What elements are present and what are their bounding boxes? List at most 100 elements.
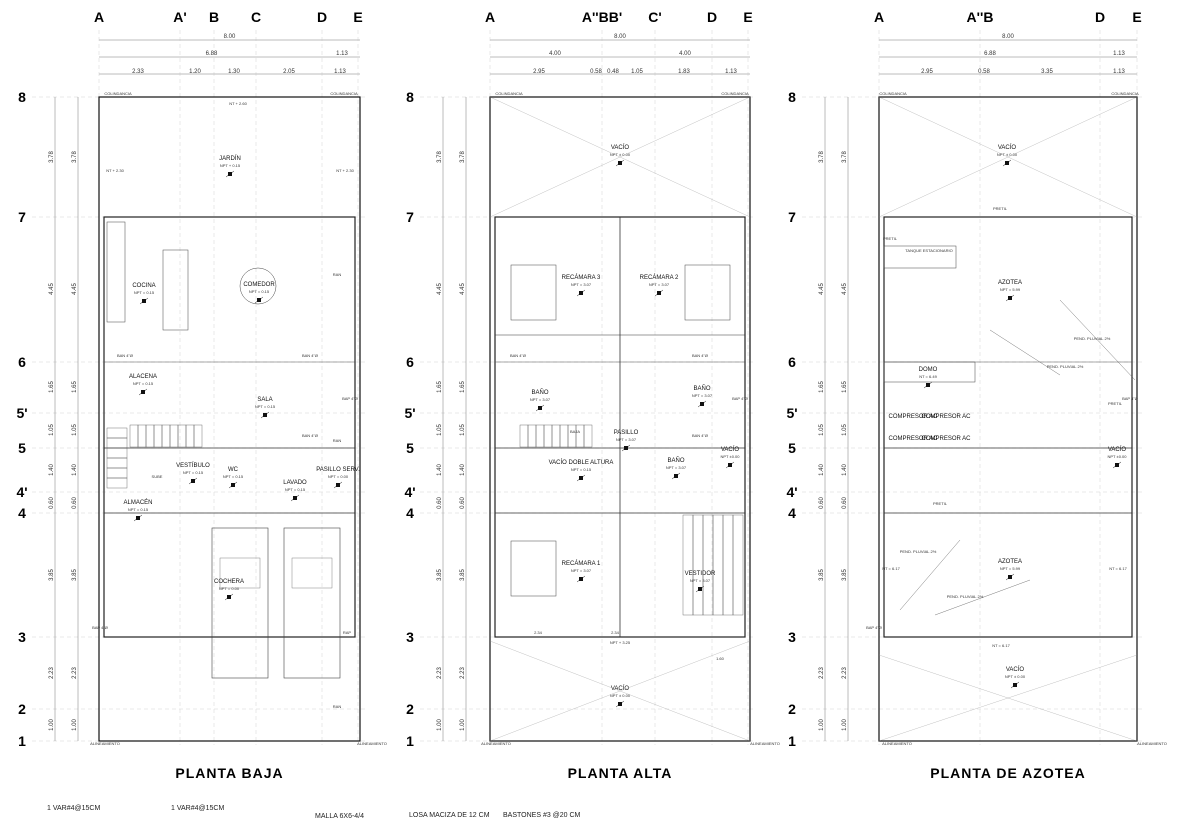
- plan-label: PEND. PLUVIAL 2%: [900, 549, 937, 554]
- dimension-left: 4.45: [842, 283, 848, 295]
- room-level: NPT = 0.15: [134, 290, 155, 295]
- room-level: NT = 6.49: [919, 374, 937, 379]
- axis-number: 3: [788, 629, 796, 645]
- dimension-left-outer: 2.23: [49, 667, 55, 679]
- stair-step: [161, 424, 171, 448]
- room-level: NPT = 0.00: [219, 586, 240, 591]
- room-level: NPT = 0.15: [249, 289, 270, 294]
- axis-number: 1: [18, 733, 26, 749]
- plan-label: BAN 4"Ø: [302, 353, 318, 358]
- room-level: NPT = 0.15: [128, 507, 149, 512]
- room-name: DOMO: [919, 367, 938, 373]
- axis-number: 6: [788, 354, 796, 370]
- dimension-left-outer: 3.78: [437, 151, 443, 163]
- dimension-left-outer: 2.23: [819, 667, 825, 679]
- axis-number: 1: [406, 733, 414, 749]
- axis-number: 5: [406, 440, 414, 456]
- plan-label: COLINDANCIA: [1111, 91, 1139, 96]
- dimension-total: 8.00: [614, 34, 626, 40]
- dimension-left-outer: 1.65: [819, 381, 825, 393]
- dimension-left-outer: 1.00: [437, 719, 443, 731]
- plan-label: BAP 4"Ø: [866, 625, 882, 630]
- dimension-left: 1.00: [460, 719, 466, 731]
- axis-number: 6: [406, 354, 414, 370]
- dimension-left: 2.23: [460, 667, 466, 679]
- room-name: AZOTEA: [998, 280, 1022, 286]
- car-windshield: [291, 557, 333, 589]
- plan-label: BAP 4"Ø: [92, 625, 108, 630]
- slope-arrow: [1059, 299, 1136, 381]
- room-level: NPT = 3.07: [666, 465, 687, 470]
- level-marker: [1005, 294, 1015, 302]
- dimension-left-outer: 2.23: [437, 667, 443, 679]
- axis-letter: B: [209, 9, 219, 25]
- level-marker: [290, 494, 300, 502]
- axis-number: 4: [18, 505, 26, 521]
- room-level: NPT = 5.99: [1000, 566, 1021, 571]
- room-level: NPT = 3.07: [690, 578, 711, 583]
- dimension-left: 1.65: [460, 381, 466, 393]
- room-name: RECÁMARA 3: [562, 274, 601, 281]
- axis-letter: D: [317, 9, 327, 25]
- dimension-total: 8.00: [224, 34, 236, 40]
- level-marker: [671, 472, 681, 480]
- room-name: COMPRESOR AC: [888, 436, 938, 442]
- stair-step: [129, 424, 139, 448]
- plan-label: RAP: [343, 630, 352, 635]
- dimension-left-outer: 1.40: [437, 464, 443, 476]
- dimension-left: 2.23: [72, 667, 78, 679]
- level-marker: [225, 170, 235, 178]
- level-marker: [615, 159, 625, 167]
- level-marker: [654, 289, 664, 297]
- axis-letter: D: [707, 9, 717, 25]
- room-name: VACÍO: [611, 144, 630, 151]
- dimension-left: 1.65: [72, 381, 78, 393]
- level-marker: [576, 474, 586, 482]
- structural-note: 1 VAR#4@15CM: [171, 805, 224, 812]
- stair-step: [722, 514, 734, 616]
- dimension-left-outer: 3.85: [437, 569, 443, 581]
- level-marker: [725, 461, 735, 469]
- room-level: NPT = 0.15: [223, 474, 244, 479]
- dimension-low: 1.05: [631, 69, 643, 75]
- axis-number: 7: [788, 209, 796, 225]
- level-marker: [1112, 461, 1122, 469]
- axis-number: 4': [786, 484, 797, 500]
- dimension-left-outer: 1.00: [49, 719, 55, 731]
- dimension-left: 0.60: [72, 497, 78, 509]
- room-name: VACÍO: [721, 446, 740, 453]
- dimension-left: 1.40: [842, 464, 848, 476]
- level-marker: [535, 404, 545, 412]
- plan-label: RAN: [333, 438, 342, 443]
- plan-label: ALINEAMIENTO: [90, 741, 120, 746]
- dimension-mid: 1.13: [336, 51, 348, 57]
- level-marker: [133, 514, 143, 522]
- dining-table: [239, 267, 277, 305]
- axis-number: 4: [406, 505, 414, 521]
- stair-step: [193, 424, 203, 448]
- room-level: NPT = 3.07: [571, 282, 592, 287]
- stair-step: [543, 424, 553, 448]
- stair-step: [106, 477, 128, 489]
- dimension-left-outer: 3.85: [49, 569, 55, 581]
- room-name: VACÍO: [1108, 446, 1127, 453]
- axis-number: 2: [788, 701, 796, 717]
- plan-label: COLINDANCIA: [879, 91, 907, 96]
- axis-number: 2: [18, 701, 26, 717]
- dimension-left: 1.00: [842, 719, 848, 731]
- dimension-left-outer: 4.45: [437, 283, 443, 295]
- stair-step: [145, 424, 155, 448]
- void-cross: [878, 654, 1138, 742]
- room-level: NPT = 3.07: [530, 397, 551, 402]
- level-marker: [923, 381, 933, 389]
- bed: [510, 264, 557, 321]
- dimension-low: 0.58: [590, 69, 602, 75]
- level-marker: [1010, 681, 1020, 689]
- level-marker: [1002, 159, 1012, 167]
- room-level: NPT = 0.15: [255, 404, 276, 409]
- level-marker: [621, 444, 631, 452]
- plan-label: PRETIL: [1108, 401, 1123, 406]
- plan-label: 1.60: [716, 656, 725, 661]
- property-boundary: [489, 96, 751, 742]
